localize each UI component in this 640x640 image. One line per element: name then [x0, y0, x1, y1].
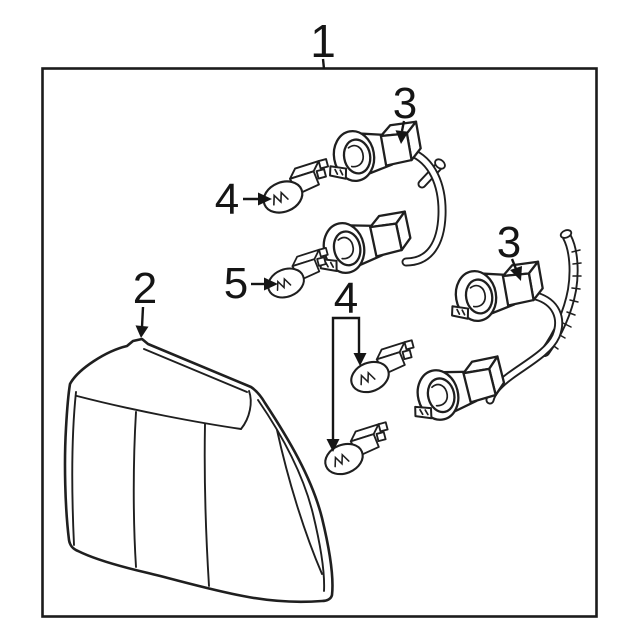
arrow-to-lens	[135, 325, 149, 338]
arrow-to-bulb-single	[258, 192, 272, 206]
callout-1-assembly: 1	[310, 15, 336, 67]
socket-harness-right-drawing	[404, 229, 582, 427]
callout-5-bulb-small: 5	[224, 259, 278, 308]
callout-3b-label: 3	[497, 218, 521, 267]
arrow-to-harness-right	[510, 266, 522, 281]
arrow-to-harness-top	[395, 130, 409, 144]
callout-3-harness-top: 3	[393, 79, 417, 144]
callout-1-label: 1	[310, 15, 336, 67]
callout-3-harness-right: 3	[497, 218, 522, 281]
callout-4a-label: 4	[215, 175, 239, 224]
callout-1-tick	[321, 58, 326, 70]
socket-harness-top-drawing	[311, 118, 447, 280]
arrow-to-bulb-small	[264, 277, 278, 291]
callout-2-label: 2	[133, 264, 157, 313]
callout-2-lens: 2	[133, 264, 157, 338]
callout-4-bulb-single: 4	[215, 175, 272, 224]
callout-5-label: 5	[224, 259, 248, 308]
callout-4b-label: 4	[334, 274, 358, 323]
tail-lamp-lens-drawing	[63, 337, 334, 604]
arrow-to-bulb-pair-upper	[353, 353, 367, 366]
callout-4-bulb-pair: 4	[326, 274, 367, 452]
arrow-to-bulb-pair-lower	[326, 439, 340, 452]
callout-3a-label: 3	[393, 79, 417, 128]
